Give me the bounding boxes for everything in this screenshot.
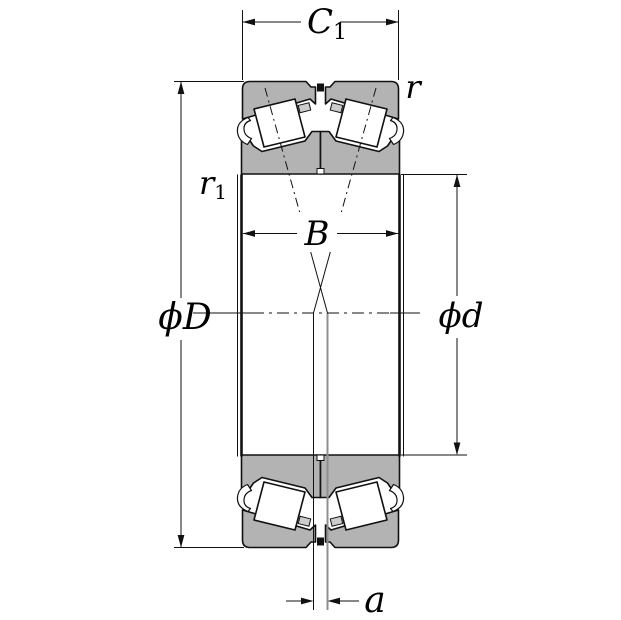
contact-line-right-dashed bbox=[340, 87, 377, 213]
dimension-bore-diameter: ϕd bbox=[401, 174, 484, 456]
phid-arrow-down bbox=[177, 535, 185, 548]
label-phi-d-bore: ϕd bbox=[439, 296, 484, 336]
dimension-a: a bbox=[286, 580, 386, 620]
b-arrow-right bbox=[386, 230, 399, 237]
phid-arrow-up bbox=[177, 81, 185, 94]
phidb-arrow-down bbox=[453, 442, 461, 455]
contact-line-right-solid bbox=[313, 251, 331, 314]
dimension-outside-diameter: ϕD bbox=[158, 81, 244, 548]
label-r: r bbox=[405, 68, 422, 106]
c1-arrow-right bbox=[386, 18, 399, 26]
b-arrow-left bbox=[242, 230, 255, 237]
label-c1: C1 bbox=[307, 2, 347, 45]
a-arrow-right-pointing bbox=[301, 597, 314, 605]
bearing-bottom-section bbox=[237, 455, 403, 548]
label-phi-d-outer: ϕD bbox=[158, 297, 212, 338]
contact-line-left-dashed bbox=[264, 87, 301, 213]
dimension-c1: C1 bbox=[242, 2, 399, 80]
a-arrow-left-pointing bbox=[327, 597, 340, 605]
contact-line-left-solid bbox=[310, 251, 328, 314]
c1-arrow-left bbox=[242, 18, 255, 26]
label-a: a bbox=[364, 580, 385, 620]
bearing-top-section bbox=[237, 82, 403, 175]
label-b: B bbox=[304, 214, 330, 254]
label-r1: r1 bbox=[199, 164, 227, 204]
phidb-arrow-up bbox=[453, 174, 461, 187]
dimension-b: B bbox=[242, 214, 399, 254]
